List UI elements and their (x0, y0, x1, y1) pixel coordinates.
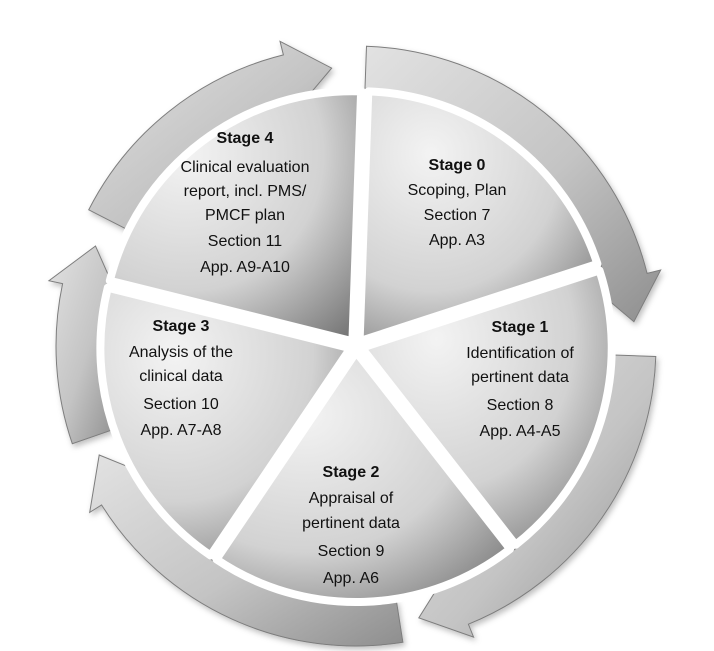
stage-3-line-4: App. A7-A8 (141, 422, 222, 439)
stage-labels: Stage 0 Scoping, Plan Section 7 App. A3 … (129, 130, 574, 587)
stage-slices (96, 87, 616, 606)
stage-2-title: Stage 2 (323, 464, 380, 481)
stage-2-line-1: Appraisal of (309, 490, 394, 507)
stage-3-title: Stage 3 (153, 318, 210, 335)
stage-3-line-1: Analysis of the (129, 344, 233, 361)
stage-1-label: Stage 1 Identification of pertinent data… (466, 319, 574, 440)
stage-2-slice (212, 348, 515, 606)
stage-0-line-3: App. A3 (429, 232, 485, 249)
stage-4-label: Stage 4 Clinical evaluation report, incl… (181, 130, 310, 276)
stage-4-line-2: report, incl. PMS/ (184, 183, 307, 200)
stage-4-slice (105, 87, 366, 346)
stage-3-label: Stage 3 Analysis of the clinical data Se… (129, 318, 233, 439)
stage-4-title: Stage 4 (217, 130, 274, 147)
stage-1-line-4: App. A4-A5 (480, 423, 561, 440)
stage-3-line-2: clinical data (139, 368, 223, 385)
stage-0-line-2: Section 7 (424, 207, 491, 224)
stage-3-line-3: Section 10 (143, 396, 219, 413)
stage-3-slice (96, 283, 355, 560)
stage-0-line-1: Scoping, Plan (408, 182, 507, 199)
stage-2-line-3: Section 9 (318, 543, 385, 560)
stage-2-line-2: pertinent data (302, 515, 400, 532)
stage-4-line-1: Clinical evaluation (181, 159, 310, 176)
stage-4-line-3: PMCF plan (205, 207, 285, 224)
stage-2-label: Stage 2 Appraisal of pertinent data Sect… (302, 464, 400, 587)
stage-0-title: Stage 0 (429, 157, 486, 174)
stage-0-label: Stage 0 Scoping, Plan Section 7 App. A3 (408, 157, 507, 249)
stage-2-line-4: App. A6 (323, 570, 379, 587)
stage-1-line-2: pertinent data (471, 369, 569, 386)
stage-1-title: Stage 1 (492, 319, 549, 336)
stage-1-line-3: Section 8 (487, 397, 554, 414)
stage-4-line-4: Section 11 (208, 233, 283, 250)
stage-4-line-5: App. A9-A10 (200, 259, 290, 276)
stage-1-slice (357, 266, 616, 549)
stage-0-slice (355, 87, 602, 346)
stage-1-line-1: Identification of (466, 345, 574, 362)
